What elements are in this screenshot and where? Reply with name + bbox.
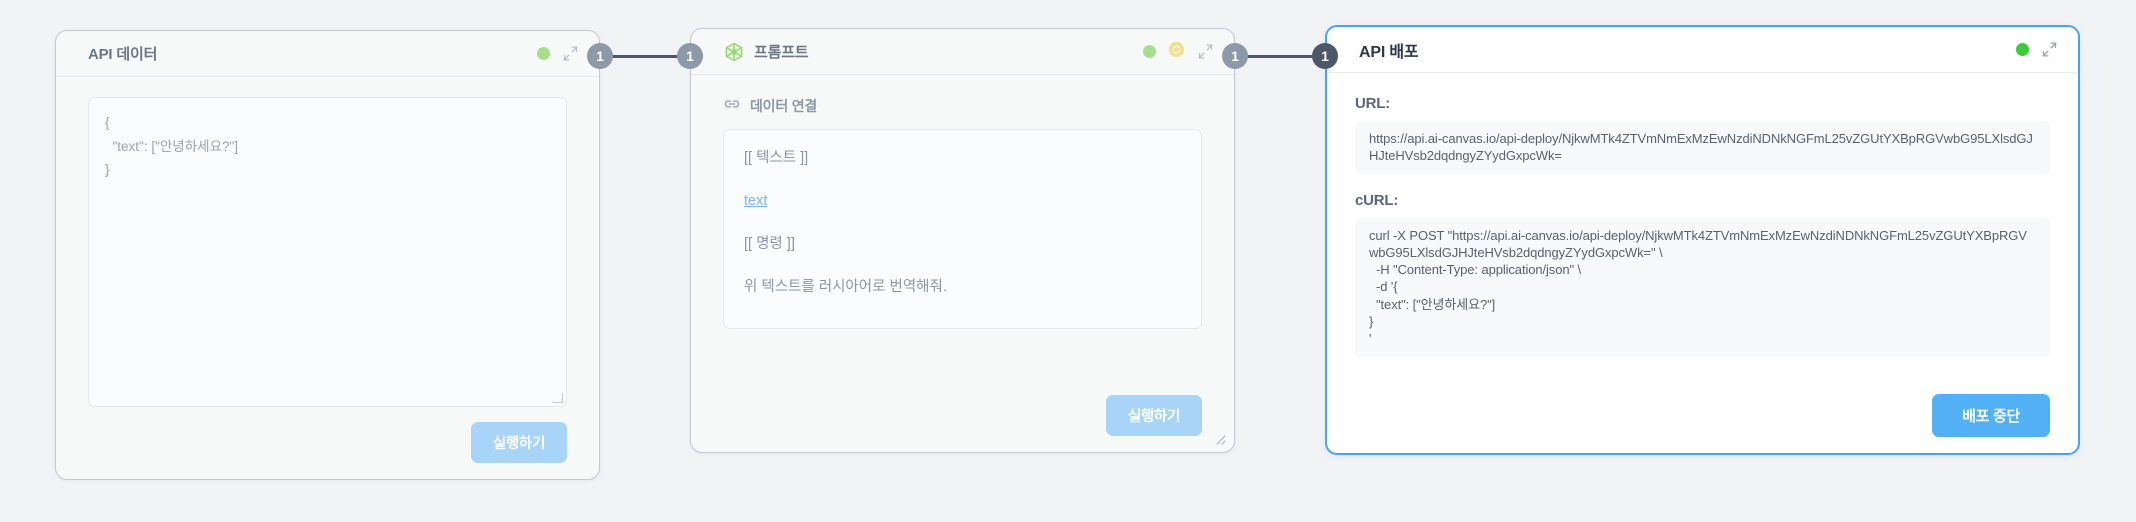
node-api-deploy[interactable]: API 배포 URL: https://api.ai-canvas.io/api… <box>1325 25 2080 455</box>
prompt-line-text-var: [[ 텍스트 ]] <box>744 150 809 166</box>
curl-label: cURL: <box>1355 191 1399 209</box>
node-prompt-input-port[interactable]: 1 <box>677 43 703 69</box>
node-prompt-output-port[interactable]: 1 <box>1222 43 1248 69</box>
hexagon-node-icon <box>723 41 745 63</box>
status-dot-icon <box>537 47 550 60</box>
prompt-button-row: 실행하기 <box>723 380 1202 436</box>
data-connection-label: 데이터 연결 <box>723 95 1202 116</box>
prompt-variable-link[interactable]: text <box>744 193 768 210</box>
spacer <box>1355 174 2050 192</box>
api-deploy-button-row: 배포 중단 <box>1355 379 2050 437</box>
yellow-orb-icon[interactable] <box>1168 41 1185 63</box>
edge-api-data-to-prompt <box>610 55 690 58</box>
deploy-url-value[interactable]: https://api.ai-canvas.io/api-deploy/Njkw… <box>1355 121 2050 174</box>
stop-deploy-button[interactable]: 배포 중단 <box>1932 394 2050 437</box>
status-dot-icon <box>1143 45 1156 58</box>
prompt-line-instruction: 위 텍스트를 러시아어로 번역해줘. <box>744 279 947 296</box>
node-api-deploy-header-icons <box>2016 41 2058 58</box>
link-icon <box>723 95 741 116</box>
node-prompt-title: 프롬프트 <box>754 44 809 61</box>
node-prompt-body: 데이터 연결 [[ 텍스트 ]] text [[ 명령 ]] 위 텍스트를 러시… <box>691 75 1234 452</box>
data-connection-label-text: 데이터 연결 <box>750 97 818 114</box>
node-api-data-header[interactable]: API 데이터 <box>56 31 599 77</box>
node-api-data[interactable]: API 데이터 { "text": ["안녕하세요?"] } 실행하기 <box>55 30 600 480</box>
node-api-deploy-body: URL: https://api.ai-canvas.io/api-deploy… <box>1327 73 2078 453</box>
node-api-deploy-input-port[interactable]: 1 <box>1312 43 1338 69</box>
node-api-deploy-header[interactable]: API 배포 <box>1327 27 2078 73</box>
node-api-data-header-icons <box>537 45 579 62</box>
deploy-curl-value[interactable]: curl -X POST "https://api.ai-canvas.io/a… <box>1355 217 2050 357</box>
prompt-line-command-var: [[ 명령 ]] <box>744 236 795 253</box>
prompt-textarea[interactable]: [[ 텍스트 ]] text [[ 명령 ]] 위 텍스트를 러시아어로 번역해… <box>723 129 1202 329</box>
url-label: URL: <box>1355 95 1391 112</box>
node-prompt-header[interactable]: 프롬프트 <box>691 29 1234 75</box>
node-api-deploy-title: API 배포 <box>1359 43 1419 61</box>
node-prompt-header-icons <box>1143 41 1214 63</box>
run-button[interactable]: 실행하기 <box>470 422 567 463</box>
edge-prompt-to-api-deploy <box>1245 55 1325 58</box>
collapse-arrows-icon[interactable] <box>562 45 579 62</box>
node-api-data-body: { "text": ["안녕하세요?"] } 실행하기 <box>56 77 599 479</box>
prompt-line-link: text <box>744 191 1181 212</box>
node-api-data-output-port[interactable]: 1 <box>587 43 613 69</box>
node-api-data-title: API 데이터 <box>88 46 158 63</box>
collapse-arrows-icon[interactable] <box>2041 41 2058 58</box>
node-prompt[interactable]: 프롬프트 <box>690 28 1235 453</box>
api-data-json-input[interactable]: { "text": ["안녕하세요?"] } <box>88 97 567 407</box>
api-data-button-row: 실행하기 <box>88 407 567 463</box>
status-dot-icon <box>2016 43 2029 56</box>
resize-grip-icon[interactable] <box>1212 431 1226 445</box>
run-button[interactable]: 실행하기 <box>1105 395 1202 436</box>
collapse-arrows-icon[interactable] <box>1197 43 1214 60</box>
